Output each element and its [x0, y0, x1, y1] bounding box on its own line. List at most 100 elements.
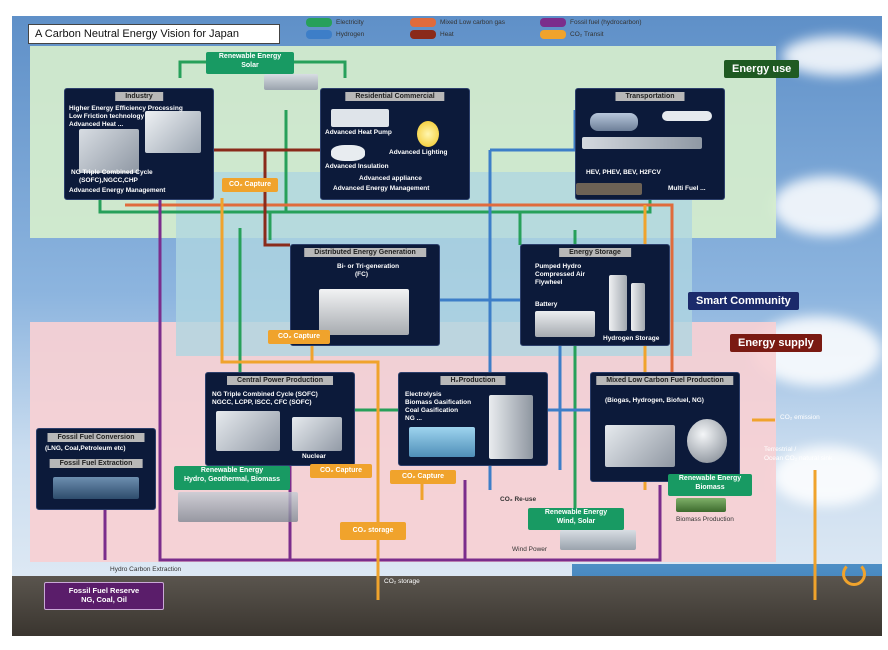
industry-line: (SOFC),NGCC,CHP — [79, 177, 138, 184]
legend-label: Electricity — [336, 19, 364, 27]
car-illustration — [590, 113, 638, 131]
tag-line: Solar — [241, 62, 259, 69]
residential-line: Advanced Energy Management — [333, 185, 430, 192]
transportation-box: Transportation HEV, PHEV, BEV, H2FCV Mul… — [575, 88, 725, 200]
nuclear-plant-illustration — [292, 417, 342, 451]
storage-tank-illustration — [631, 283, 645, 331]
co2-capture-tag: CO₂ Capture — [310, 464, 372, 478]
storage-line: Flywheel — [535, 279, 563, 286]
electricity-swatch — [306, 18, 332, 27]
industry-line: Advanced Heat ... — [69, 121, 124, 128]
tag-line: Wind, Solar — [556, 518, 596, 525]
industry-line: Higher Energy Efficiency Processing — [69, 105, 183, 112]
hydro-carbon-note: Hydro Carbon Extraction — [110, 566, 182, 573]
h2-line: Coal Gasification — [405, 407, 459, 414]
fossil-conversion-header: Fossil Fuel Conversion — [47, 433, 145, 442]
heat-swatch — [410, 30, 436, 39]
sink-note: Ocean CO₂ natural sink — [764, 455, 833, 462]
co2-capture-tag: CO₂ Capture — [268, 330, 330, 344]
legend-label: CO₂ Transit — [570, 31, 604, 39]
h2-header: H₂Production — [440, 376, 506, 385]
electrolyzer-illustration — [409, 427, 475, 457]
bathtub-illustration — [331, 145, 365, 161]
hydrogen-line — [490, 110, 577, 152]
legend-label: Heat — [440, 31, 454, 39]
mixed-fuel-box: Mixed Low Carbon Fuel Production (Biogas… — [590, 372, 740, 482]
mixed-header: Mixed Low Carbon Fuel Production — [596, 376, 734, 385]
tag-line: Renewable Energy — [678, 475, 742, 482]
train-illustration — [582, 137, 702, 149]
distributed-line: Bi- or Tri-generation — [337, 263, 400, 270]
co2-capture-tag: CO₂ Capture — [390, 470, 456, 484]
transportation-line: HEV, PHEV, BEV, H2FCV — [586, 169, 661, 176]
carbon-cycle-icon — [842, 562, 866, 586]
fuel-cell-unit-illustration — [319, 289, 409, 335]
tag-line: Biomass — [695, 484, 725, 491]
legend-fossil: Fossil fuel (hydrocarbon) — [540, 18, 642, 27]
factory-illustration — [79, 129, 139, 173]
legend-electricity: Electricity — [306, 18, 364, 27]
tag-line: Hydro, Geothermal, Biomass — [183, 476, 281, 483]
h2-line: Electrolysis — [405, 391, 442, 398]
central-line: NGCC, LCPP, ISCC, CFC (SOFC) — [212, 399, 312, 406]
h2-line: Biomass Gasification — [405, 399, 472, 406]
fossil-fuel-box: Fossil Fuel Conversion (LNG, Coal,Petrol… — [36, 428, 156, 510]
renewable-wind-tag: Renewable Energy Wind, Solar — [528, 508, 624, 530]
central-line: Nuclear — [302, 453, 326, 460]
co2-storage-tag: CO₂ storage — [340, 522, 406, 540]
legend-label: Hydrogen — [336, 31, 365, 39]
legend-label: Mixed Low carbon gas — [440, 19, 506, 27]
residential-header: Residential Commercial — [345, 92, 445, 101]
residential-line: Advanced Insulation — [325, 163, 389, 170]
mixed-gas-swatch — [410, 18, 436, 27]
fossil-line — [158, 198, 662, 562]
lightbulb-icon — [417, 121, 439, 147]
biomass-production-note: Biomass Production — [676, 516, 734, 523]
fossil-swatch — [540, 18, 566, 27]
central-power-box: Central Power Production NG Triple Combi… — [205, 372, 355, 466]
smart-community-label: Smart Community — [688, 292, 799, 310]
energy-use-label: Energy use — [724, 60, 800, 78]
distributed-header: Distributed Energy Generation — [304, 248, 426, 257]
renewable-solar-tag: Renewable Energy Solar — [206, 52, 294, 74]
wind-solar-illustration — [560, 530, 636, 550]
biomass-illustration — [676, 498, 726, 512]
hydrogen-swatch — [306, 30, 332, 39]
h2-line: NG ... — [405, 415, 422, 422]
fossil-extraction-header: Fossil Fuel Extraction — [49, 459, 143, 468]
transportation-line: Multi Fuel ... — [668, 185, 706, 192]
renewable-hydro-tag: Renewable Energy Hydro, Geothermal, Biom… — [174, 466, 290, 490]
cloud — [772, 176, 882, 236]
tag-line: NG, Coal, Oil — [81, 595, 127, 604]
residential-line: Advanced Lighting — [389, 149, 448, 156]
legend-co2: CO₂ Transit — [540, 30, 604, 39]
energy-supply-label: Energy supply — [730, 334, 822, 352]
airplane-illustration — [662, 111, 712, 121]
wind-power-note: Wind Power — [512, 546, 548, 553]
central-line: NG Triple Combined Cycle (SOFC) — [212, 391, 318, 398]
storage-line: Hydrogen Storage — [603, 335, 660, 342]
tag-line: Renewable Energy — [218, 53, 282, 60]
residential-box: Residential Commercial Advanced Heat Pum… — [320, 88, 470, 200]
residential-line: Advanced appliance — [359, 175, 422, 182]
legend-hydrogen: Hydrogen — [306, 30, 364, 39]
storage-tank-illustration — [609, 275, 627, 331]
co2-emission-note: CO₂ emission — [780, 414, 820, 421]
tag-line: Renewable Energy — [544, 509, 608, 516]
tag-line: Renewable Energy — [200, 467, 264, 474]
hydro-geothermal-illustration — [178, 492, 298, 522]
residential-line: Advanced Heat Pump — [325, 129, 392, 136]
ship-illustration — [576, 183, 642, 195]
cloud — [772, 446, 882, 506]
solar-panel-illustration — [264, 74, 318, 90]
co2-swatch — [540, 30, 566, 39]
refinery-illustration — [605, 425, 675, 467]
industry-line: Low Friction technology — [69, 113, 145, 120]
storage-header: Energy Storage — [559, 248, 631, 257]
co2-capture-tag: CO₂ Capture — [222, 178, 278, 192]
plant-illustration — [145, 111, 201, 153]
industry-line: Advanced Energy Management — [69, 187, 166, 194]
co2-storage-note: CO₂ storage — [384, 578, 420, 585]
storage-line: Pumped Hydro — [535, 263, 582, 270]
sink-note: Terrestrial / — [764, 446, 797, 453]
